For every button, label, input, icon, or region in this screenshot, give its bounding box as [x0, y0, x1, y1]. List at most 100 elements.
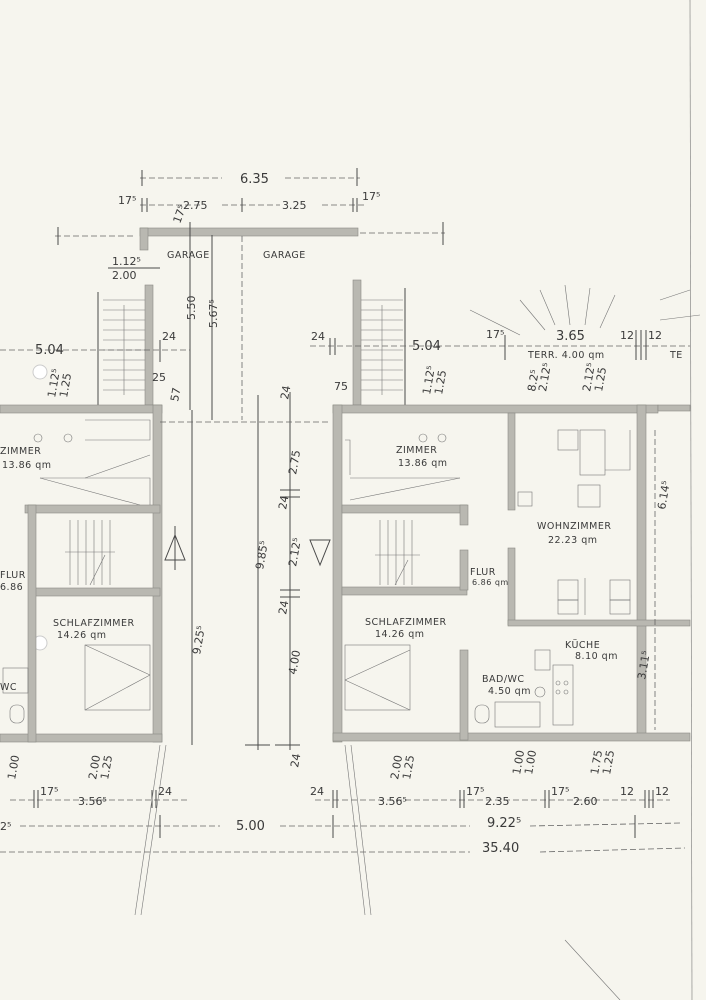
section-marker-down-icon — [309, 539, 331, 567]
dim-right-614: 6.14⁵ — [655, 480, 673, 511]
dim-row1-1: 3.56⁵ — [78, 795, 107, 808]
paper-edge — [689, 0, 693, 1000]
garage: GARAGE GARAGE — [139, 222, 359, 420]
dim-garage-small: 17⁵ — [171, 203, 190, 225]
left-outer-stair — [97, 284, 154, 406]
right-outer-stair — [352, 279, 406, 406]
dim-right-stair: 5.04 — [412, 339, 441, 354]
room-left-flur: FLUR — [0, 570, 26, 581]
garage-dimensions: 6.35 17⁵ 17⁵ 2.75 3.25 17⁵ 1.12⁵ 2.00 5.… — [55, 168, 445, 328]
room-left-flur-area: 6.86 — [0, 582, 23, 593]
garage-label-right: GARAGE — [263, 250, 306, 261]
dim-garage-right: 3.25 — [282, 199, 307, 212]
dim-right-311: 3.11⁵ — [635, 650, 653, 681]
living-room-furniture — [517, 429, 631, 615]
dim-middle-g: 24 — [278, 384, 293, 400]
terrace-hatching — [469, 284, 701, 336]
dim-right-win-bottom: 1.25 — [432, 369, 449, 395]
dim-row1-8: 2.60 — [573, 795, 598, 808]
dim-left-stair: 5.04 — [35, 343, 64, 358]
garage-label-left: GARAGE — [167, 250, 210, 261]
dim-row2-0: 2⁵ — [0, 820, 11, 833]
dim-right-12a: 12 — [620, 329, 634, 342]
access-path-lines — [134, 744, 621, 1000]
dim-garage-depth-a: 5.50 — [185, 296, 198, 321]
dim-row2-2: 9.22⁵ — [487, 816, 521, 831]
dim-right-212a: 2.12⁵ — [536, 362, 554, 393]
room-left-schlafzimmer: SCHLAFZIMMER — [53, 618, 135, 629]
room-right-zimmer: ZIMMER — [396, 445, 437, 456]
dim-left-25: 25 — [152, 371, 166, 384]
dim-garage-wall-right: 17⁵ — [362, 190, 380, 203]
dim-right-212b: 2.12⁵ — [580, 362, 598, 393]
dim-left-57: 57 — [168, 386, 183, 402]
dim-middle-total: 9.85⁵ — [253, 540, 271, 571]
dim-row1-9: 12 — [620, 785, 634, 798]
dim-left-win-top: 1.12⁵ — [45, 368, 63, 399]
dim-row1-2: 24 — [158, 785, 172, 798]
dim-bottom-win-left-a: 1.00 — [5, 754, 22, 780]
dim-middle-b: 24 — [276, 494, 291, 510]
punch-hole — [32, 364, 48, 380]
terrace-label: TERR. 4.00 qm — [527, 350, 605, 361]
dim-left-wall-24: 24 — [162, 330, 176, 343]
dim-bottom-win-right-a-bottom: 1.25 — [400, 754, 417, 780]
room-wohnzimmer-area: 22.23 qm — [548, 535, 598, 546]
left-unit: 5.04 24 25 57 1.12⁵ 1.25 ZIMMER 13.86 q — [0, 284, 208, 743]
room-left-schlafzimmer-area: 14.26 qm — [57, 630, 107, 641]
bottom-dimensions: 1.00 2.00 1.25 2.00 1.25 1.00 1.00 1.75 … — [0, 749, 686, 856]
room-right-flur-area: 6.86 qm — [472, 578, 509, 587]
kitchen-bath-fixtures — [474, 649, 574, 728]
dim-garage-left: 2.75 — [183, 199, 208, 212]
dim-right-82: 8.2⁵ — [525, 369, 542, 393]
dim-left-win-bottom: 1.25 — [57, 372, 74, 398]
dim-left-depth: 9.25⁵ — [190, 625, 208, 656]
room-right-flur: FLUR — [470, 567, 496, 578]
dim-middle-a: 2.75 — [286, 449, 303, 475]
dim-row1-0: 17⁵ — [40, 785, 58, 798]
room-kueche: KÜCHE — [565, 640, 600, 651]
dim-bottom-win-left-b-top: 2.00 — [86, 754, 103, 780]
dim-bottom-win-right-c-bottom: 1.25 — [600, 749, 617, 775]
dim-right-wall-24: 24 — [311, 330, 325, 343]
room-left-zimmer-area: 13.86 qm — [2, 460, 52, 471]
right-unit: 24 5.04 1.12⁵ 1.25 75 17⁵ 3.65 TERR. 4.0… — [309, 279, 701, 743]
dim-bottom-win-right-a-top: 2.00 — [388, 754, 405, 780]
dim-bottom-win-right-b-bottom: 1.00 — [522, 749, 539, 775]
dim-row1-7: 17⁵ — [551, 785, 569, 798]
dim-row1-10: 12 — [655, 785, 669, 798]
dim-middle-d: 24 — [276, 599, 291, 615]
room-left-zimmer: ZIMMER — [0, 446, 41, 457]
dim-garage-wall-left: 17⁵ — [118, 194, 136, 207]
dim-right-17: 17⁵ — [486, 328, 504, 341]
terrace-next-label: TE — [669, 350, 683, 361]
room-right-zimmer-area: 13.86 qm — [398, 458, 448, 469]
dim-right-75: 75 — [334, 380, 348, 393]
dim-row1-4: 3.56⁵ — [378, 795, 407, 808]
dim-row1-3: 24 — [310, 785, 324, 798]
dim-row2-1: 5.00 — [236, 819, 265, 834]
dim-row1-5: 17⁵ — [466, 785, 484, 798]
bedroom-furniture — [344, 433, 461, 711]
dim-middle-f: 24 — [288, 752, 303, 768]
dim-bottom-win-left-b-bottom: 1.25 — [98, 754, 115, 780]
dim-bottom-win-right-c-top: 1.75 — [588, 749, 605, 775]
dim-right-125: 1.25 — [592, 366, 609, 392]
dim-garage-opening-top: 1.12⁵ — [112, 255, 141, 268]
left-inner-stair — [65, 520, 115, 586]
room-right-schlafzimmer: SCHLAFZIMMER — [365, 617, 447, 628]
dim-right-12b: 12 — [648, 329, 662, 342]
dim-right-win-top: 1.12⁵ — [420, 365, 438, 396]
room-kueche-area: 8.10 qm — [575, 651, 618, 662]
dim-row3-total: 35.40 — [482, 841, 519, 856]
dim-garage-depth-b: 5.67⁵ — [207, 299, 220, 328]
dim-bottom-win-right-b-top: 1.00 — [510, 749, 527, 775]
middle-dimensions: 9.85⁵ 2.75 24 2.12⁵ 24 4.00 24 24 — [160, 384, 330, 769]
room-right-schlafzimmer-area: 14.26 qm — [375, 629, 425, 640]
dim-garage-total: 6.35 — [240, 172, 269, 187]
room-bad-wc: BAD/WC — [482, 674, 525, 685]
room-wohnzimmer: WOHNZIMMER — [537, 521, 611, 532]
room-left-wc: WC — [0, 682, 17, 693]
dim-row1-6: 2.35 — [485, 795, 510, 808]
